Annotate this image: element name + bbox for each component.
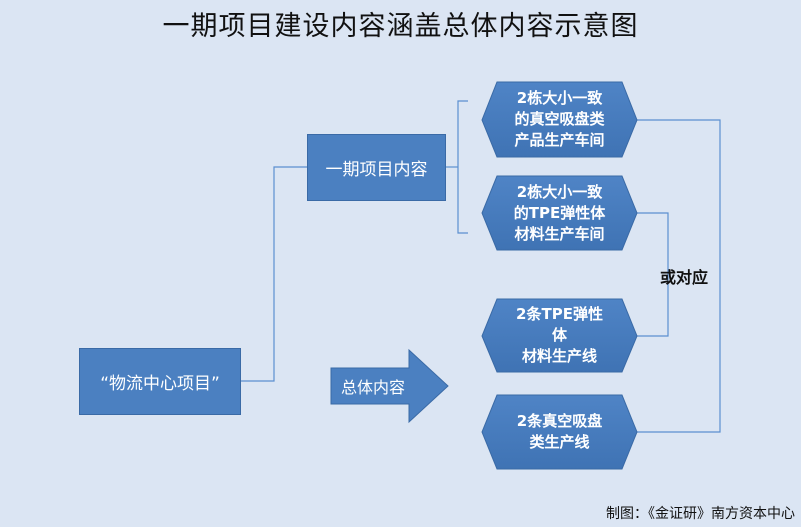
hexagon-item4 bbox=[481, 394, 638, 470]
title: 一期项目建设内容涵盖总体内容示意图 bbox=[162, 11, 639, 42]
bracket-phase1-items bbox=[457, 100, 468, 234]
overall-content-label: 总体内容 bbox=[340, 378, 405, 397]
item3-tpe-lines: 2条TPE弹性体 材料生产线 bbox=[516, 305, 603, 365]
credit-text: 制图：《金证研》南方资本中心 bbox=[606, 506, 795, 522]
hexagon-item2 bbox=[481, 175, 638, 251]
overall-arrow-shape bbox=[330, 348, 449, 424]
item2-tpe-workshops: 2栋大小一致 的TPE弹性体 材料生产车间 bbox=[513, 182, 606, 243]
connector-item1-to-item4 bbox=[637, 119, 721, 433]
item4-vacuum-lines: 2条真空吸盘 类生产线 bbox=[516, 412, 603, 451]
hexagon-item3 bbox=[481, 298, 638, 373]
connector-item2-to-item3 bbox=[637, 212, 669, 337]
correspondence-label: 或对应 bbox=[660, 268, 709, 287]
phase1-content-box: 一期项目内容 bbox=[307, 134, 446, 201]
hexagon-item1 bbox=[481, 81, 638, 158]
root-project-box: “物流中心项目” bbox=[79, 348, 241, 415]
item1-vacuum-workshops: 2栋大小一致 的真空吸盘类 产品生产车间 bbox=[514, 89, 605, 149]
connector-root-to-phase1 bbox=[241, 166, 307, 382]
